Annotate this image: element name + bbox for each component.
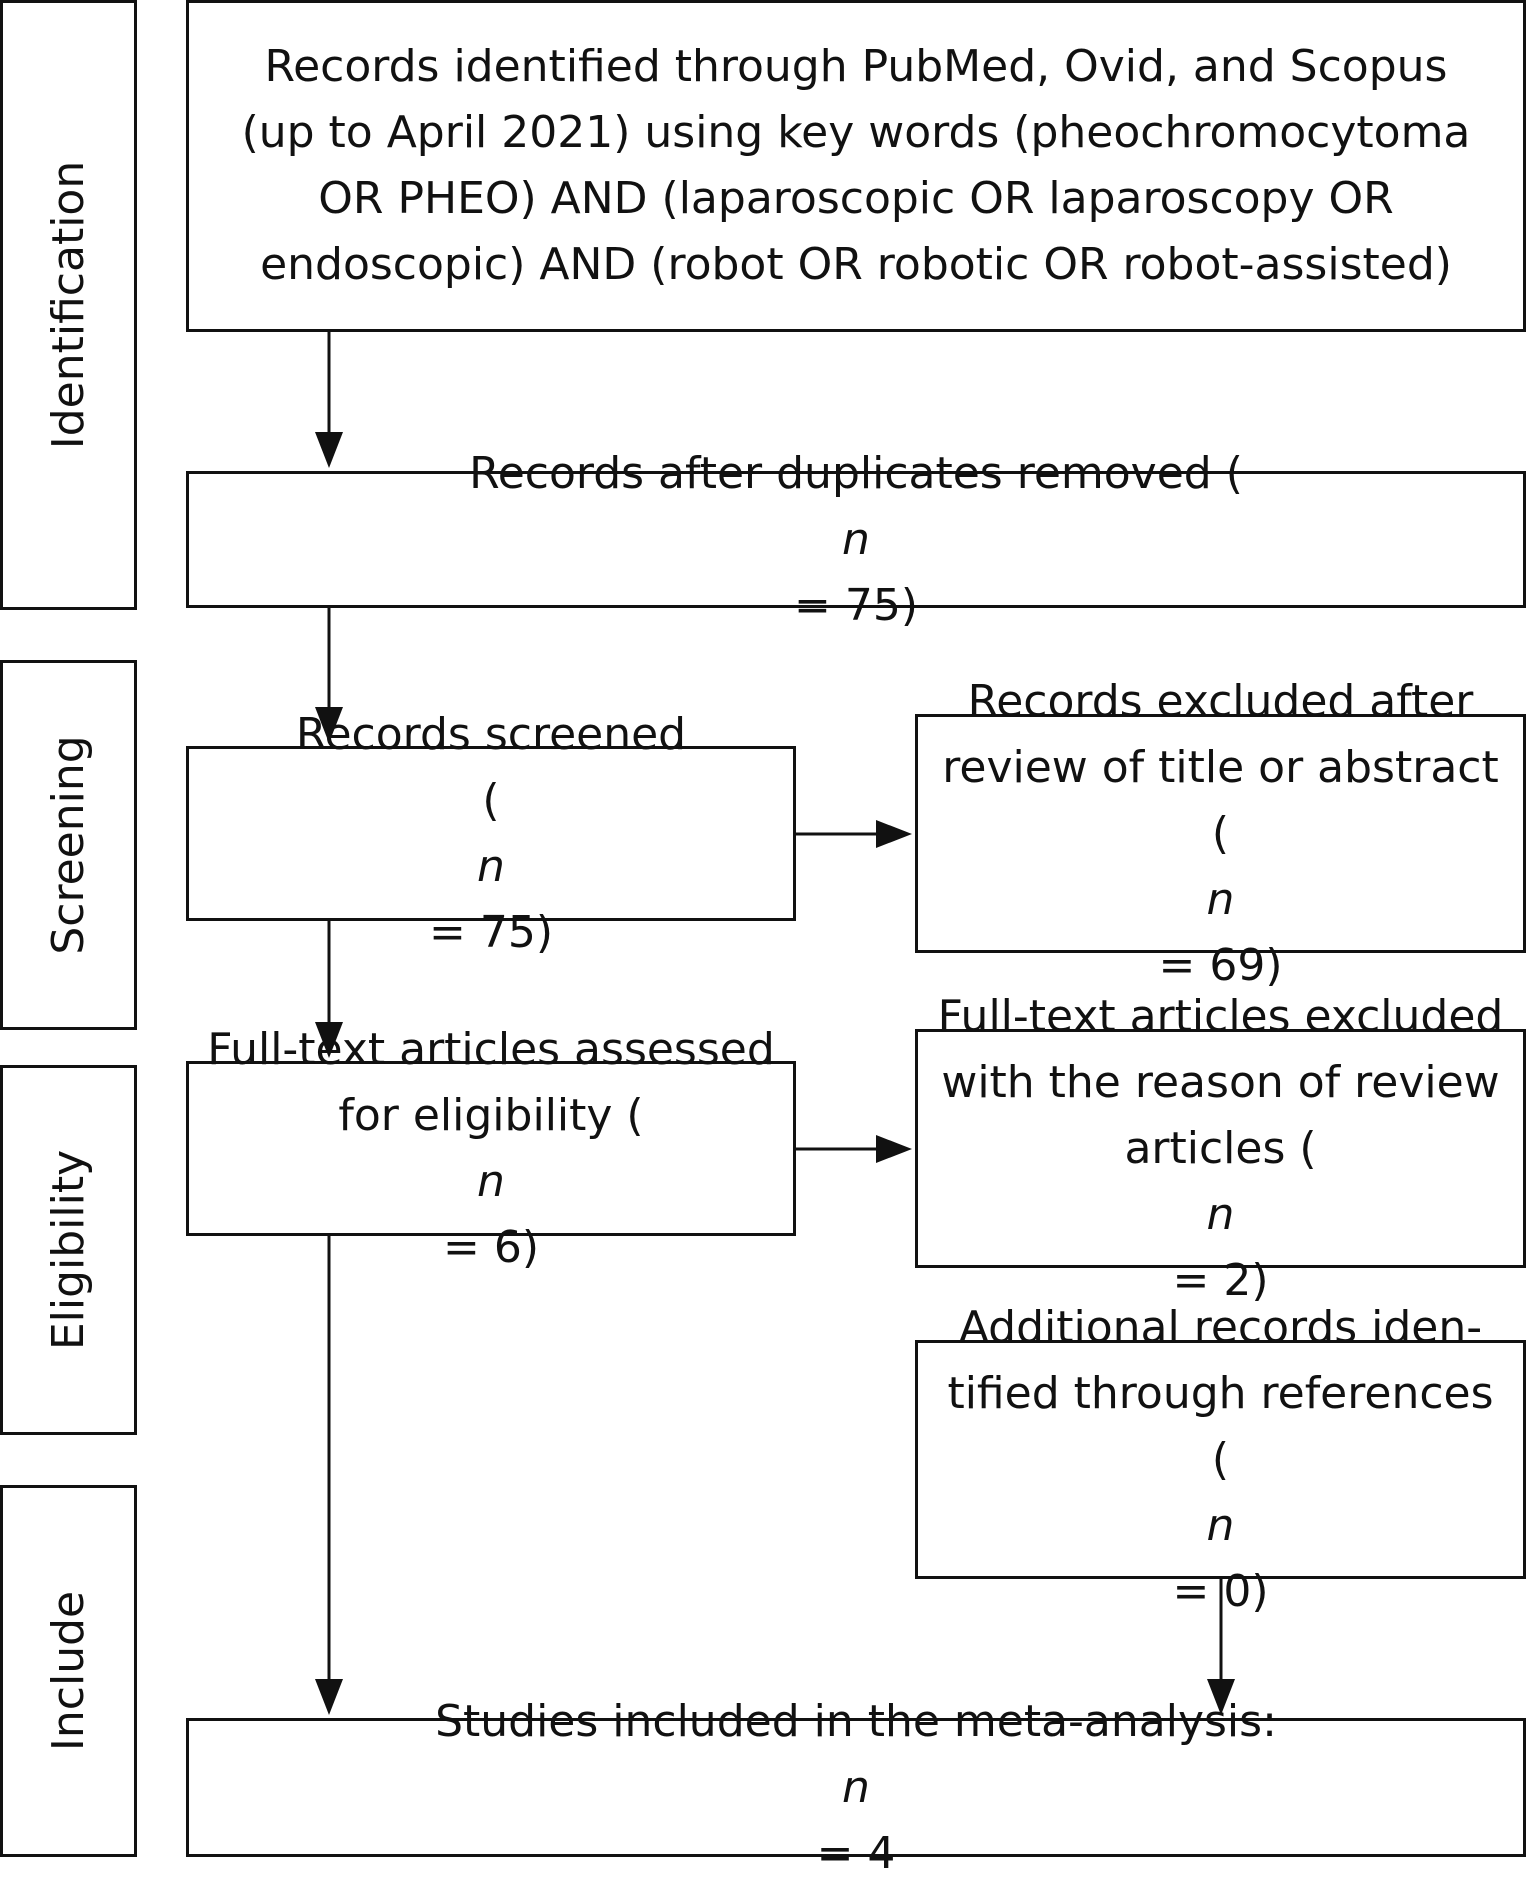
records-excluded-paren: ( [1211,807,1230,859]
fulltext-assessed-count: = 6) [442,1221,539,1273]
fulltext-excluded-line-2: with the reason of review [941,1056,1500,1108]
fulltext-excluded-label: articles ( [1124,1122,1317,1174]
stage-eligibility: Eligibility [0,1065,137,1435]
fulltext-excluded-text: Full-text articles excluded with the rea… [938,984,1504,1314]
records-after-duplicates-box: Records after duplicates removed ( n = 75… [186,448,1526,631]
arrowhead-screened [315,707,343,743]
studies-included-text: Studies included in the meta-analysis: n… [435,1689,1277,1887]
additional-records-paren: ( [1211,1433,1230,1485]
fulltext-assessed-text: Full-text articles assessed for eligibil… [207,1017,775,1281]
n-variable: n [842,513,870,565]
records-identified-text: Records identified through PubMed, Ovid,… [242,34,1471,298]
stage-identification: Identification [0,0,137,610]
fulltext-assessed-line-1: Full-text articles assessed [207,1023,775,1075]
records-screened-paren: ( [482,774,500,826]
records-after-duplicates-count: = 75) [793,579,918,631]
records-excluded-line-1: Records excluded after [967,675,1474,727]
records-identified-line-1: Records identified through PubMed, Ovid,… [264,41,1448,92]
studies-included-label: Studies included in the meta-analysis: [435,1695,1277,1747]
arrowhead-included-left [315,1679,343,1715]
stage-include: Include [0,1485,137,1857]
records-screened-label: Records screened [295,708,687,760]
records-after-duplicates-text: Records after duplicates removed ( n = 75… [469,441,1243,639]
arrowhead-excluded [876,820,912,848]
arrowhead-fulltext-excluded [876,1135,912,1163]
n-variable: n [842,1761,870,1813]
fulltext-assessed-label: for eligibility ( [338,1089,644,1141]
arrowhead-fulltext [315,1022,343,1058]
additional-records-line-2: tified through references [947,1367,1494,1419]
studies-included-box: Studies included in the meta-analysis: n… [186,1696,1526,1879]
n-variable: n [1206,1499,1235,1551]
records-excluded-title-text: Records excluded after review of title o… [942,669,1498,999]
arrowhead-duplicates [315,432,343,468]
n-variable: n [1206,873,1235,925]
records-identified-line-4: endoscopic) AND (robot OR robotic OR rob… [260,239,1452,290]
arrowhead-included-right [1207,1679,1235,1715]
records-screened-count: = 75) [428,906,553,958]
fulltext-assessed-box: Full-text articles assessed for eligibil… [186,1024,796,1273]
records-excluded-line-2: review of title or abstract [942,741,1499,793]
fulltext-excluded-box: Full-text articles excluded with the rea… [915,991,1526,1306]
additional-records-box: Additional records iden- tified through … [915,1302,1526,1617]
n-variable: n [1206,1188,1235,1240]
additional-records-line-1: Additional records iden- [958,1301,1483,1353]
records-identified-line-3: OR PHEO) AND (laparoscopic OR laparoscop… [318,173,1394,224]
records-excluded-count: = 69) [1158,939,1283,991]
n-variable: n [477,840,505,892]
records-excluded-title-box: Records excluded after review of title o… [915,676,1526,991]
stage-screening: Screening [0,660,137,1030]
records-identified-box: Records identified through PubMed, Ovid,… [186,0,1526,332]
records-screened-box: Records screened ( n = 75) [186,709,796,958]
fulltext-excluded-line-1: Full-text articles excluded [937,990,1504,1042]
records-identified-line-2: (up to April 2021) using key words (pheo… [241,107,1471,158]
records-after-duplicates-label: Records after duplicates removed ( [469,447,1243,499]
n-variable: n [477,1155,505,1207]
records-screened-text: Records screened ( n = 75) [296,702,686,966]
fulltext-excluded-count: = 2) [1172,1254,1269,1306]
